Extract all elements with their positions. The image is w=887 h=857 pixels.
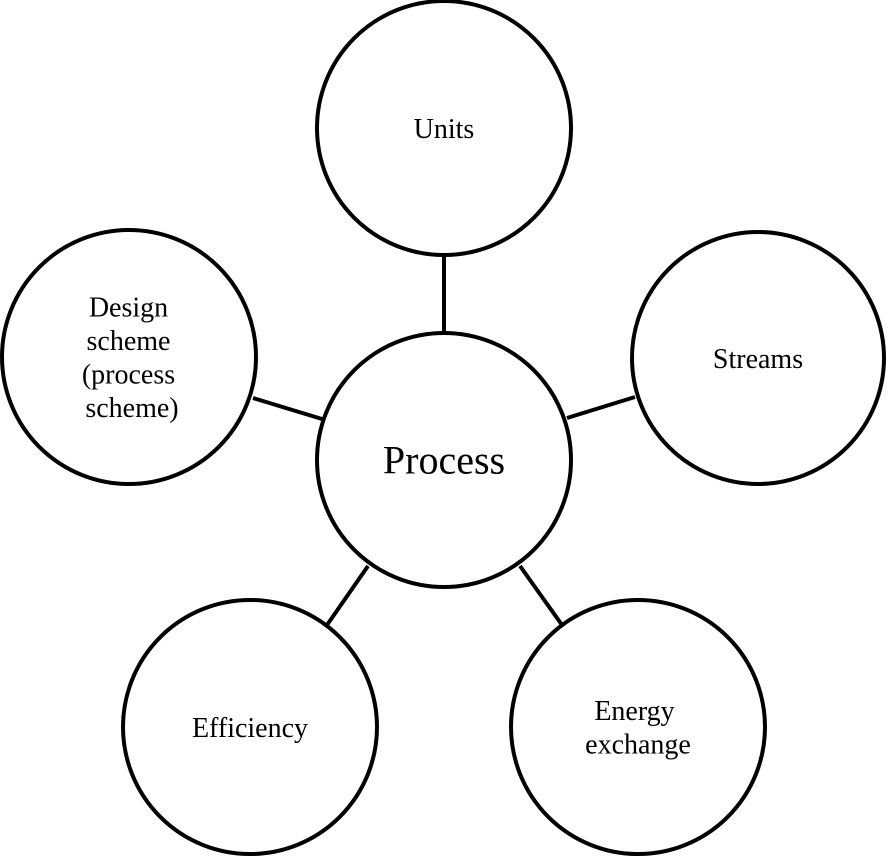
- satellite-label-line: Units: [414, 114, 475, 145]
- satellite-label-line: scheme: [87, 326, 171, 357]
- connectors: [252, 256, 636, 627]
- center-node-circle: [315, 331, 573, 589]
- satellite-label-efficiency: Efficiency: [192, 713, 308, 744]
- satellite-label-line: Energy: [594, 696, 674, 727]
- satellite-label-line: Streams: [713, 344, 803, 375]
- connector-streams: [566, 395, 636, 420]
- satellite-circle-streams: [630, 230, 886, 486]
- connector-efficiency: [325, 564, 370, 627]
- satellite-node-design-scheme: Design scheme (process scheme): [0, 228, 258, 486]
- satellite-circle-design-scheme: [0, 228, 258, 486]
- satellite-circle-efficiency: [121, 598, 379, 856]
- satellite-label-line: (process: [82, 360, 175, 391]
- satellite-label-line: Efficiency: [192, 713, 308, 744]
- satellite-node-efficiency: Efficiency: [121, 598, 379, 856]
- satellite-label-units: Units: [414, 114, 475, 145]
- satellite-label-line: Design: [89, 292, 168, 323]
- satellite-node-streams: Streams: [630, 230, 886, 486]
- center-node: Process: [315, 331, 573, 589]
- satellite-node-units: Units: [315, 0, 573, 257]
- connector-energy-exchange: [518, 564, 564, 627]
- satellite-circle-energy-exchange: [509, 598, 767, 856]
- satellite-label-design-scheme: Design scheme (process scheme): [82, 292, 182, 424]
- center-node-label: Process: [383, 438, 505, 483]
- satellite-node-energy-exchange: Energy exchange: [509, 598, 767, 856]
- satellite-label-line: exchange: [585, 730, 691, 761]
- satellite-circle-units: [315, 0, 573, 257]
- satellite-label-energy-exchange: Energy exchange: [585, 696, 691, 761]
- satellite-label-line: scheme): [85, 393, 178, 424]
- satellite-label-streams: Streams: [713, 344, 803, 375]
- connector-design-scheme: [252, 396, 323, 421]
